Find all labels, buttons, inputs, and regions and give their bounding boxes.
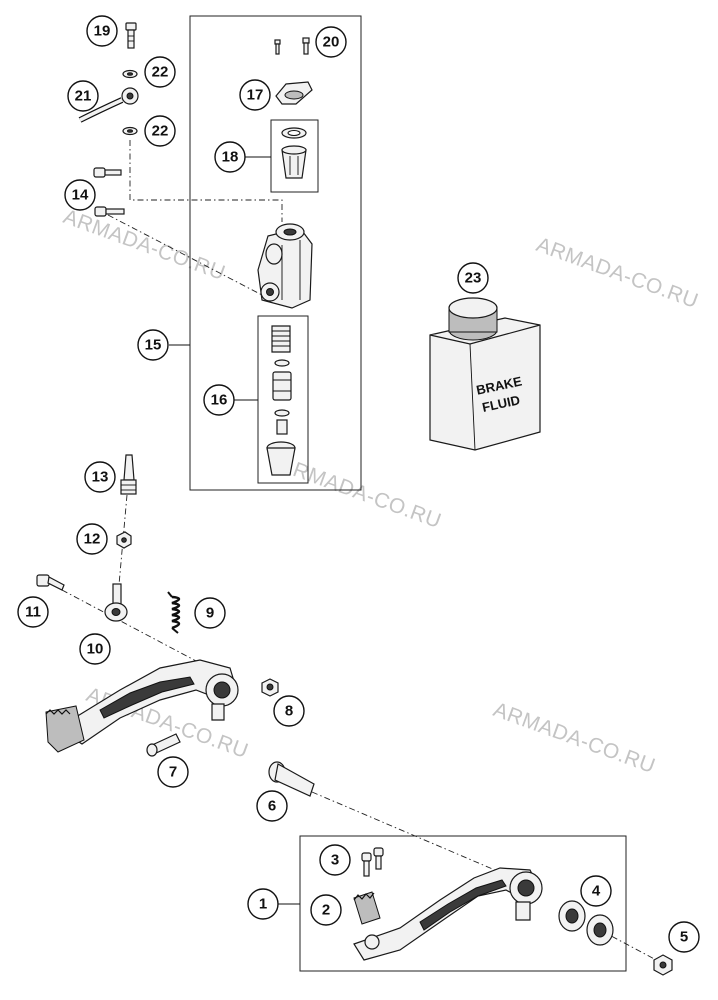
- svg-text:22: 22: [152, 64, 169, 81]
- callout-20: 20: [315, 26, 347, 58]
- callout-2: 2: [310, 894, 342, 926]
- assembly-line-14: [107, 214, 263, 296]
- svg-text:18: 18: [222, 149, 239, 166]
- assembly-line-5: [599, 929, 661, 963]
- svg-text:5: 5: [680, 929, 688, 946]
- callout-5: 5: [668, 921, 700, 953]
- svg-text:21: 21: [75, 88, 92, 105]
- callout-8: 8: [273, 695, 305, 727]
- watermark-3: ARMADA-CO.RU: [276, 453, 444, 533]
- callout-14: 14: [64, 179, 96, 211]
- callout-7: 7: [157, 756, 189, 788]
- part-washer-22b: [122, 126, 138, 136]
- part-bolt-6: [268, 761, 315, 797]
- svg-text:23: 23: [465, 270, 482, 287]
- callout-10: 10: [79, 633, 111, 665]
- reservoir-parts-frame: [270, 119, 319, 193]
- part-pushrod-13: [120, 454, 137, 495]
- assembly-line-22: [129, 140, 283, 222]
- callout-6: 6: [256, 790, 288, 822]
- svg-text:1: 1: [259, 896, 267, 913]
- callout-1: 1: [247, 888, 279, 920]
- svg-text:3: 3: [331, 852, 339, 869]
- callout-3: 3: [319, 844, 351, 876]
- svg-text:12: 12: [84, 531, 101, 548]
- svg-text:6: 6: [268, 798, 276, 815]
- svg-text:20: 20: [323, 34, 340, 51]
- svg-text:7: 7: [169, 764, 177, 781]
- part-nut-12: [116, 531, 132, 549]
- svg-text:4: 4: [592, 883, 601, 900]
- part-reservoir-insert-18: [281, 127, 307, 179]
- watermark-2: ARMADA-CO.RU: [533, 233, 701, 313]
- assembly-lines: [61, 140, 661, 963]
- part-screws-20: [274, 37, 310, 55]
- callout-15: 15: [137, 329, 169, 361]
- part-brake-pedal-1: [353, 867, 543, 961]
- master-cylinder-frame: [189, 15, 362, 491]
- part-bolts-14: [93, 167, 125, 217]
- callout-18: 18: [214, 141, 246, 173]
- part-washer-22a: [122, 69, 138, 79]
- svg-text:10: 10: [87, 641, 104, 658]
- callout-22b: 22: [144, 115, 176, 147]
- part-pin-7: [146, 733, 181, 757]
- part-cap-17: [275, 81, 313, 105]
- callout-4: 4: [580, 875, 612, 907]
- callout-12: 12: [76, 523, 108, 555]
- svg-text:17: 17: [247, 87, 264, 104]
- callout-22a: 22: [144, 56, 176, 88]
- svg-text:2: 2: [322, 902, 330, 919]
- part-brake-line-21: [78, 87, 139, 123]
- part-spring-9: [167, 591, 181, 634]
- svg-text:9: 9: [206, 605, 214, 622]
- part-bolt-11: [36, 574, 65, 591]
- svg-text:13: 13: [92, 469, 109, 486]
- part-screws-3: [361, 847, 384, 877]
- callout-23: 23: [457, 262, 489, 294]
- callout-leaders: [169, 156, 300, 905]
- part-clevis-10: [104, 583, 128, 622]
- callout-9: 9: [194, 597, 226, 629]
- part-piston-kit-16: [266, 325, 296, 476]
- callout-17: 17: [239, 79, 271, 111]
- callout-13: 13: [84, 461, 116, 493]
- callouts: 19 20 22 21 17 22 18 14 23 15 16 13 12 1…: [17, 15, 700, 953]
- part-brake-fluid-23: BRAKE FLUID: [429, 297, 541, 451]
- callout-16: 16: [203, 384, 235, 416]
- svg-text:11: 11: [25, 604, 41, 621]
- group-frames: [189, 15, 627, 972]
- part-master-cylinder-15: [257, 223, 313, 309]
- svg-text:8: 8: [285, 703, 293, 720]
- watermark-1: ARMADA-CO.RU: [60, 205, 228, 285]
- part-step-plate-2: [353, 891, 381, 925]
- svg-text:15: 15: [145, 337, 162, 354]
- brake-pedal-kit-frame: [299, 835, 627, 972]
- callout-21: 21: [67, 80, 99, 112]
- svg-text:16: 16: [211, 392, 228, 409]
- svg-text:22: 22: [152, 123, 169, 140]
- svg-text:19: 19: [94, 23, 111, 40]
- callout-11: 11: [17, 596, 49, 628]
- svg-text:14: 14: [72, 187, 89, 204]
- part-brake-pedal-assembled: [45, 659, 239, 753]
- part-bearings-4: [558, 900, 614, 946]
- piston-kit-frame: [257, 315, 309, 484]
- part-nut-5: [653, 954, 673, 976]
- assembly-line-11: [61, 589, 233, 681]
- part-bolt-19: [125, 22, 137, 49]
- watermark-5: ARMADA-CO.RU: [490, 698, 658, 778]
- callout-19: 19: [86, 15, 118, 47]
- part-nut-8: [261, 678, 279, 697]
